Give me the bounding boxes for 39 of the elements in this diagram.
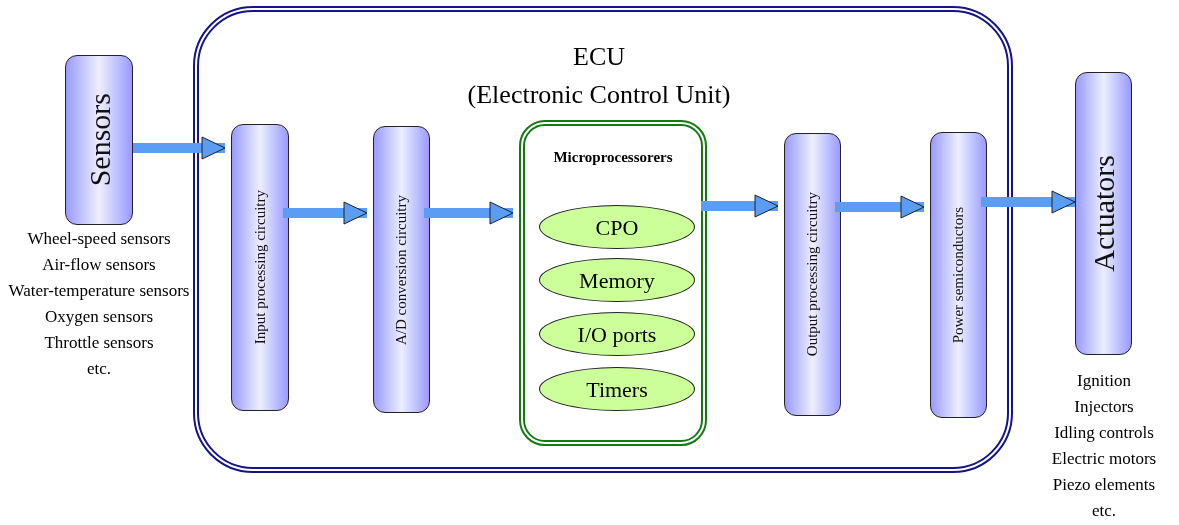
list-item-text: Wheel-speed sensors [27, 228, 171, 250]
list-item-text: Ignition [1077, 370, 1131, 392]
box-label: Output processing circuitry [803, 192, 822, 357]
list-item-text: Throttle sensors [44, 332, 154, 354]
group-heading: Microprocessorers [552, 148, 674, 167]
process-box [784, 133, 841, 416]
process-box [373, 126, 430, 413]
box-label: Sensors [81, 93, 117, 187]
box-label: Actuators [1086, 155, 1121, 272]
component-label: Memory [579, 266, 655, 295]
block-arrow [133, 136, 226, 160]
block-arrow [701, 194, 779, 218]
block-arrow [424, 201, 514, 225]
list-item-text: Electric motors [1051, 448, 1157, 470]
process-box [1075, 72, 1132, 355]
block-arrow [283, 201, 368, 225]
box-label: A/D conversion circuitry [392, 194, 411, 345]
ecu-title: (Electronic Control Unit) [466, 79, 732, 111]
component-label: Timers [586, 375, 648, 404]
list-item-text: Air-flow sensors [42, 254, 156, 276]
list-item-text: Water-temperature sensors [8, 280, 190, 302]
ecu-container [193, 6, 1013, 473]
block-arrow [981, 190, 1076, 214]
list-item-text: etc. [86, 358, 112, 380]
block-arrow [835, 195, 925, 219]
component-label: I/O ports [577, 320, 657, 349]
list-item-text: Injectors [1074, 396, 1134, 418]
microprocessor-group [519, 120, 707, 446]
box-label: Power semiconductors [949, 206, 968, 344]
list-item-text: Piezo elements [1052, 474, 1156, 496]
box-label: Input processing circuitry [250, 190, 269, 345]
list-item-text: etc. [1091, 500, 1117, 522]
process-box [930, 132, 987, 418]
process-box [65, 55, 133, 225]
list-item-text: Oxygen sensors [44, 306, 154, 328]
ecu-title: ECU [572, 41, 626, 73]
list-item-text: Idling controls [1054, 422, 1154, 444]
process-box [231, 124, 289, 411]
component-label: CPO [595, 213, 639, 242]
